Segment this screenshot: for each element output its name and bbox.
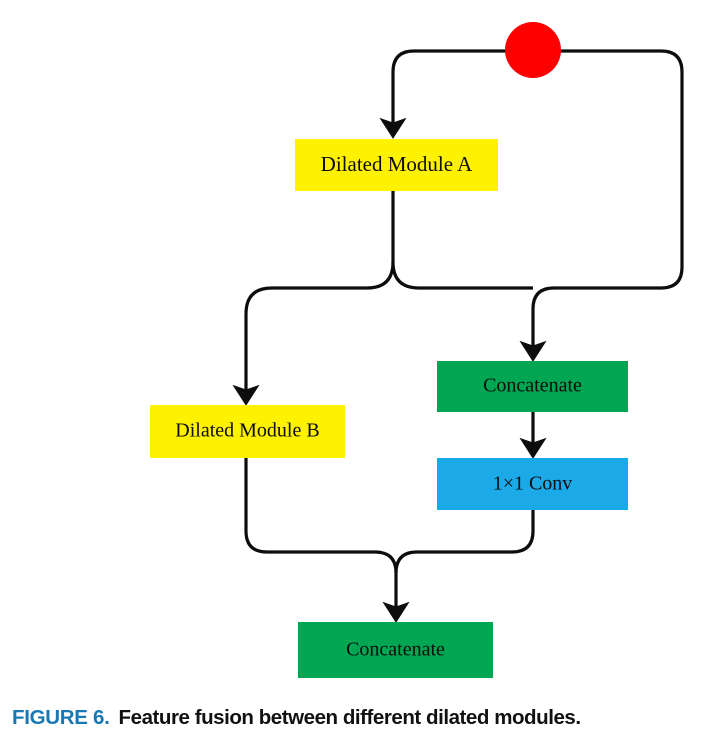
input-node-circle[interactable] (505, 22, 561, 78)
node-concatenate-final[interactable]: Concatenate (298, 622, 493, 678)
flowchart-canvas: Dilated Module A Concatenate Dilated Mod… (150, 22, 684, 678)
edge-module-b-to-concatenate-final (244, 458, 410, 623)
nodes-group: Dilated Module A Concatenate Dilated Mod… (150, 22, 628, 678)
concatenate-upper-label: Concatenate (483, 375, 582, 397)
concatenate-final-label: Concatenate (346, 639, 445, 661)
edge-input-skip-to-concatenate-upper (519, 49, 684, 362)
node-dilated-module-a[interactable]: Dilated Module A (295, 139, 498, 191)
edge-conv-to-concatenate-final (394, 510, 535, 574)
conv-1x1-box[interactable] (437, 458, 628, 510)
figure-caption-text: Feature fusion between different dilated… (118, 706, 581, 729)
dilated-module-a-label: Dilated Module A (321, 152, 473, 176)
edge-module-a-to-module-b (232, 261, 395, 406)
edge-input-to-module-a (379, 49, 533, 139)
concatenate-final-box[interactable] (298, 622, 493, 678)
conv-1x1-label: 1×1 Conv (493, 473, 573, 495)
figure-number: FIGURE 6. (12, 706, 110, 729)
node-dilated-module-b[interactable]: Dilated Module B (150, 405, 345, 458)
edge-module-a-to-concatenate-upper (391, 261, 533, 290)
concatenate-upper-box[interactable] (437, 361, 628, 412)
dilated-module-b-label: Dilated Module B (175, 420, 319, 442)
dilated-module-a-box[interactable] (295, 139, 498, 191)
node-concatenate-upper[interactable]: Concatenate (437, 361, 628, 412)
edges-group (232, 49, 684, 623)
node-conv-1x1[interactable]: 1×1 Conv (437, 458, 628, 510)
dilated-module-b-box[interactable] (150, 405, 345, 458)
figure-caption: FIGURE 6. Feature fusion between differe… (0, 697, 707, 739)
